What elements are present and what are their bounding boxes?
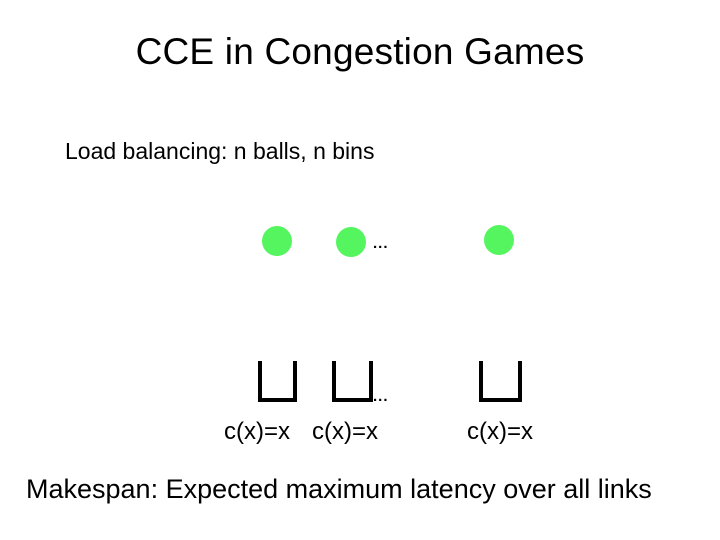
ball-circle-2 (336, 227, 366, 257)
bin-shape-2 (332, 361, 373, 402)
cost-label-bin-2: c(x)=x (312, 418, 378, 445)
balls-ellipsis: ... (373, 235, 389, 252)
cost-label-bin-3: c(x)=x (467, 418, 533, 445)
bins-ellipsis: ... (373, 388, 389, 405)
cost-label-bin-1: c(x)=x (224, 418, 290, 445)
ball-circle-1 (262, 226, 292, 256)
ball-circle-3 (484, 225, 514, 255)
bin-shape-3 (479, 361, 522, 402)
page-title: CCE in Congestion Games (135, 31, 585, 72)
subtitle-load-balancing: Load balancing: n balls, n bins (65, 138, 375, 164)
makespan-definition-text: Makespan: Expected maximum latency over … (26, 474, 652, 504)
bin-shape-1 (258, 361, 297, 402)
